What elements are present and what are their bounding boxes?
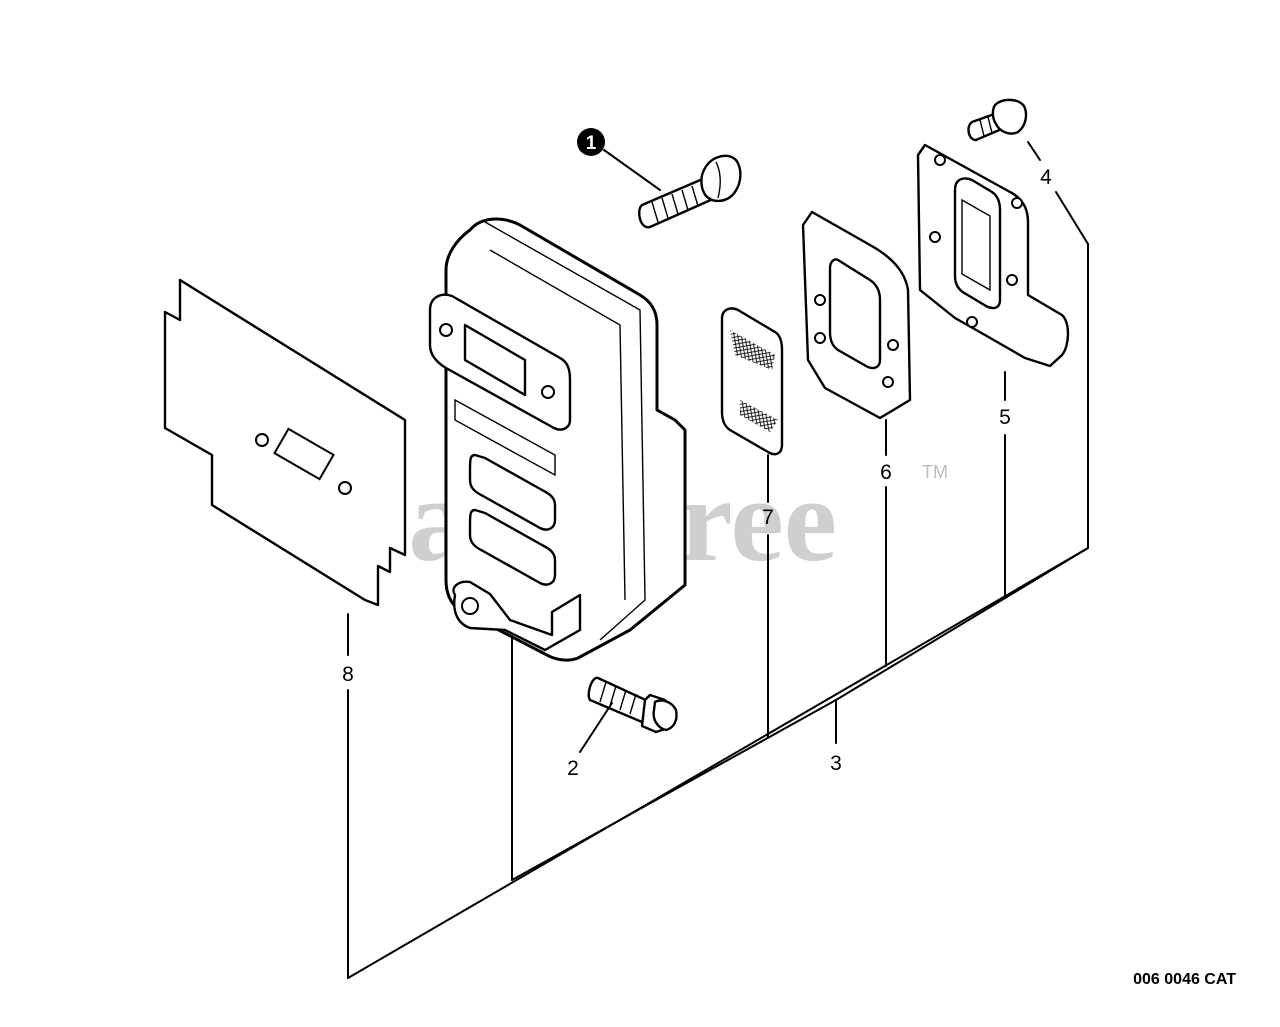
catalog-number: 006 0046 CAT <box>1133 971 1236 988</box>
part-1-bolt <box>638 154 742 229</box>
watermark-tm: TM <box>922 462 948 482</box>
part-6-gasket <box>801 210 912 420</box>
callout-6-label: 6 <box>880 461 892 484</box>
part-8-gasket <box>163 278 407 607</box>
part-4-bolt <box>967 98 1028 142</box>
part-2-bolt <box>587 676 678 734</box>
callout-3-label: 3 <box>830 752 842 775</box>
callout-1-badge: 1 <box>577 128 605 156</box>
callout-8-label: 8 <box>342 663 354 686</box>
callout-7-label: 7 <box>762 506 774 529</box>
part-5-deflector <box>916 143 1070 368</box>
part-7-screen <box>720 307 784 456</box>
callout-5-label: 5 <box>999 406 1011 429</box>
callout-4-label: 4 <box>1040 166 1052 189</box>
part-3-muffler-body <box>428 217 687 662</box>
leader-lines <box>347 141 1089 979</box>
callout-1-label: 1 <box>586 133 597 154</box>
callout-2-label: 2 <box>567 757 579 780</box>
